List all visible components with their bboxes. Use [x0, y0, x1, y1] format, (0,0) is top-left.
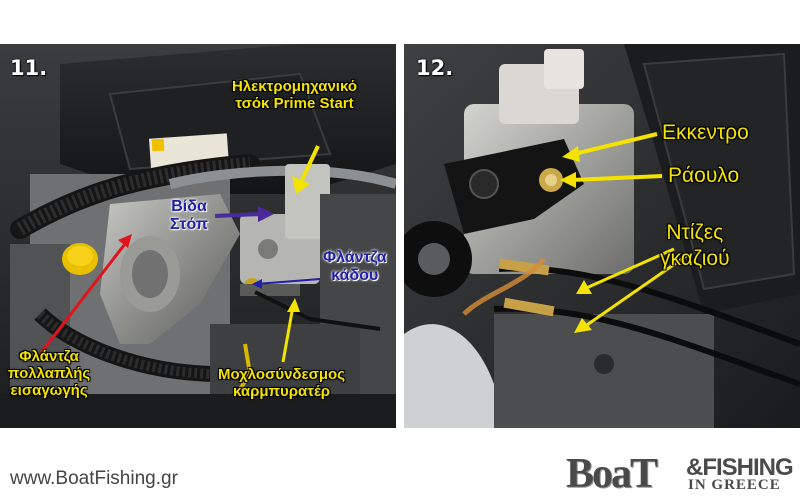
- boatfishing-logo: BoaT &FISHING IN GREECE: [566, 451, 796, 497]
- label-intake-flange-line2: πολλαπλής: [8, 365, 91, 382]
- logo-fishing-text: &FISHING: [686, 454, 794, 481]
- yellow-arrow-cam: [562, 146, 580, 162]
- cam-plate: [444, 139, 584, 234]
- yellow-arrow-prime-start: [292, 176, 310, 194]
- blue-arrow-stop-screw: [258, 206, 274, 222]
- label-cam: Εκκεντρο: [662, 121, 749, 144]
- label-stop-screw-line2: Στόπ: [170, 216, 209, 233]
- label-prime-start-choke: Ηλεκτρομηχανικό τσόκ Prime Start: [232, 78, 357, 112]
- photo-outboard-intake: 11. Ηλεκτρομηχανικό τσόκ Prime Start Βίδ…: [0, 44, 396, 428]
- label-throttle-flange: Φλάντζα κάδου: [323, 249, 387, 285]
- panel-number-12: 12.: [416, 56, 454, 80]
- label-throttle-flange-line1: Φλάντζα: [323, 249, 387, 266]
- logo-greece-text: IN GREECE: [688, 477, 781, 493]
- yellow-arrow-cable-upper: [576, 280, 592, 294]
- footer-website-url: www.BoatFishing.gr: [10, 468, 178, 489]
- label-cables-line2: γκαζιού: [660, 247, 730, 270]
- label-throttle-flange-line2: κάδου: [331, 267, 379, 284]
- label-roller: Ράουλο: [668, 164, 740, 187]
- yellow-arrow-roller: [560, 172, 576, 188]
- label-intake-flange-line1: Φλάντζα: [19, 348, 79, 365]
- yellow-arrow-cable-lower: [574, 318, 592, 333]
- label-stop-screw: Βίδα Στόπ: [170, 198, 208, 234]
- label-linkage-line2: καρμπυρατέρ: [233, 383, 331, 400]
- logo-boat-text: BoaT: [566, 451, 658, 497]
- label-intake-manifold-flange: Φλάντζα πολλαπλής εισαγωγής: [8, 348, 90, 399]
- label-carburetor-linkage: Μοχλοσύνδεσμος καρμπυρατέρ: [218, 366, 345, 400]
- label-intake-flange-line3: εισαγωγής: [10, 382, 88, 399]
- label-cables-line1: Ντίζες: [666, 221, 724, 244]
- blue-arrow-throttle-flange: [252, 279, 262, 289]
- label-stop-screw-line1: Βίδα: [171, 198, 207, 215]
- red-arrow-intake-flange: [38, 239, 130, 355]
- panel-number-11: 11.: [10, 56, 48, 80]
- yellow-arrow-linkage: [287, 298, 300, 312]
- photo-left-illustration: [0, 44, 396, 428]
- label-throttle-cables: Ντίζες γκαζιού: [660, 220, 730, 272]
- photo-right-illustration: [404, 44, 800, 428]
- photo-throttle-cam: 12. Εκκεντρο Ράουλο Ντίζες γκαζιού: [404, 44, 800, 428]
- label-linkage-line1: Μοχλοσύνδεσμος: [218, 366, 346, 383]
